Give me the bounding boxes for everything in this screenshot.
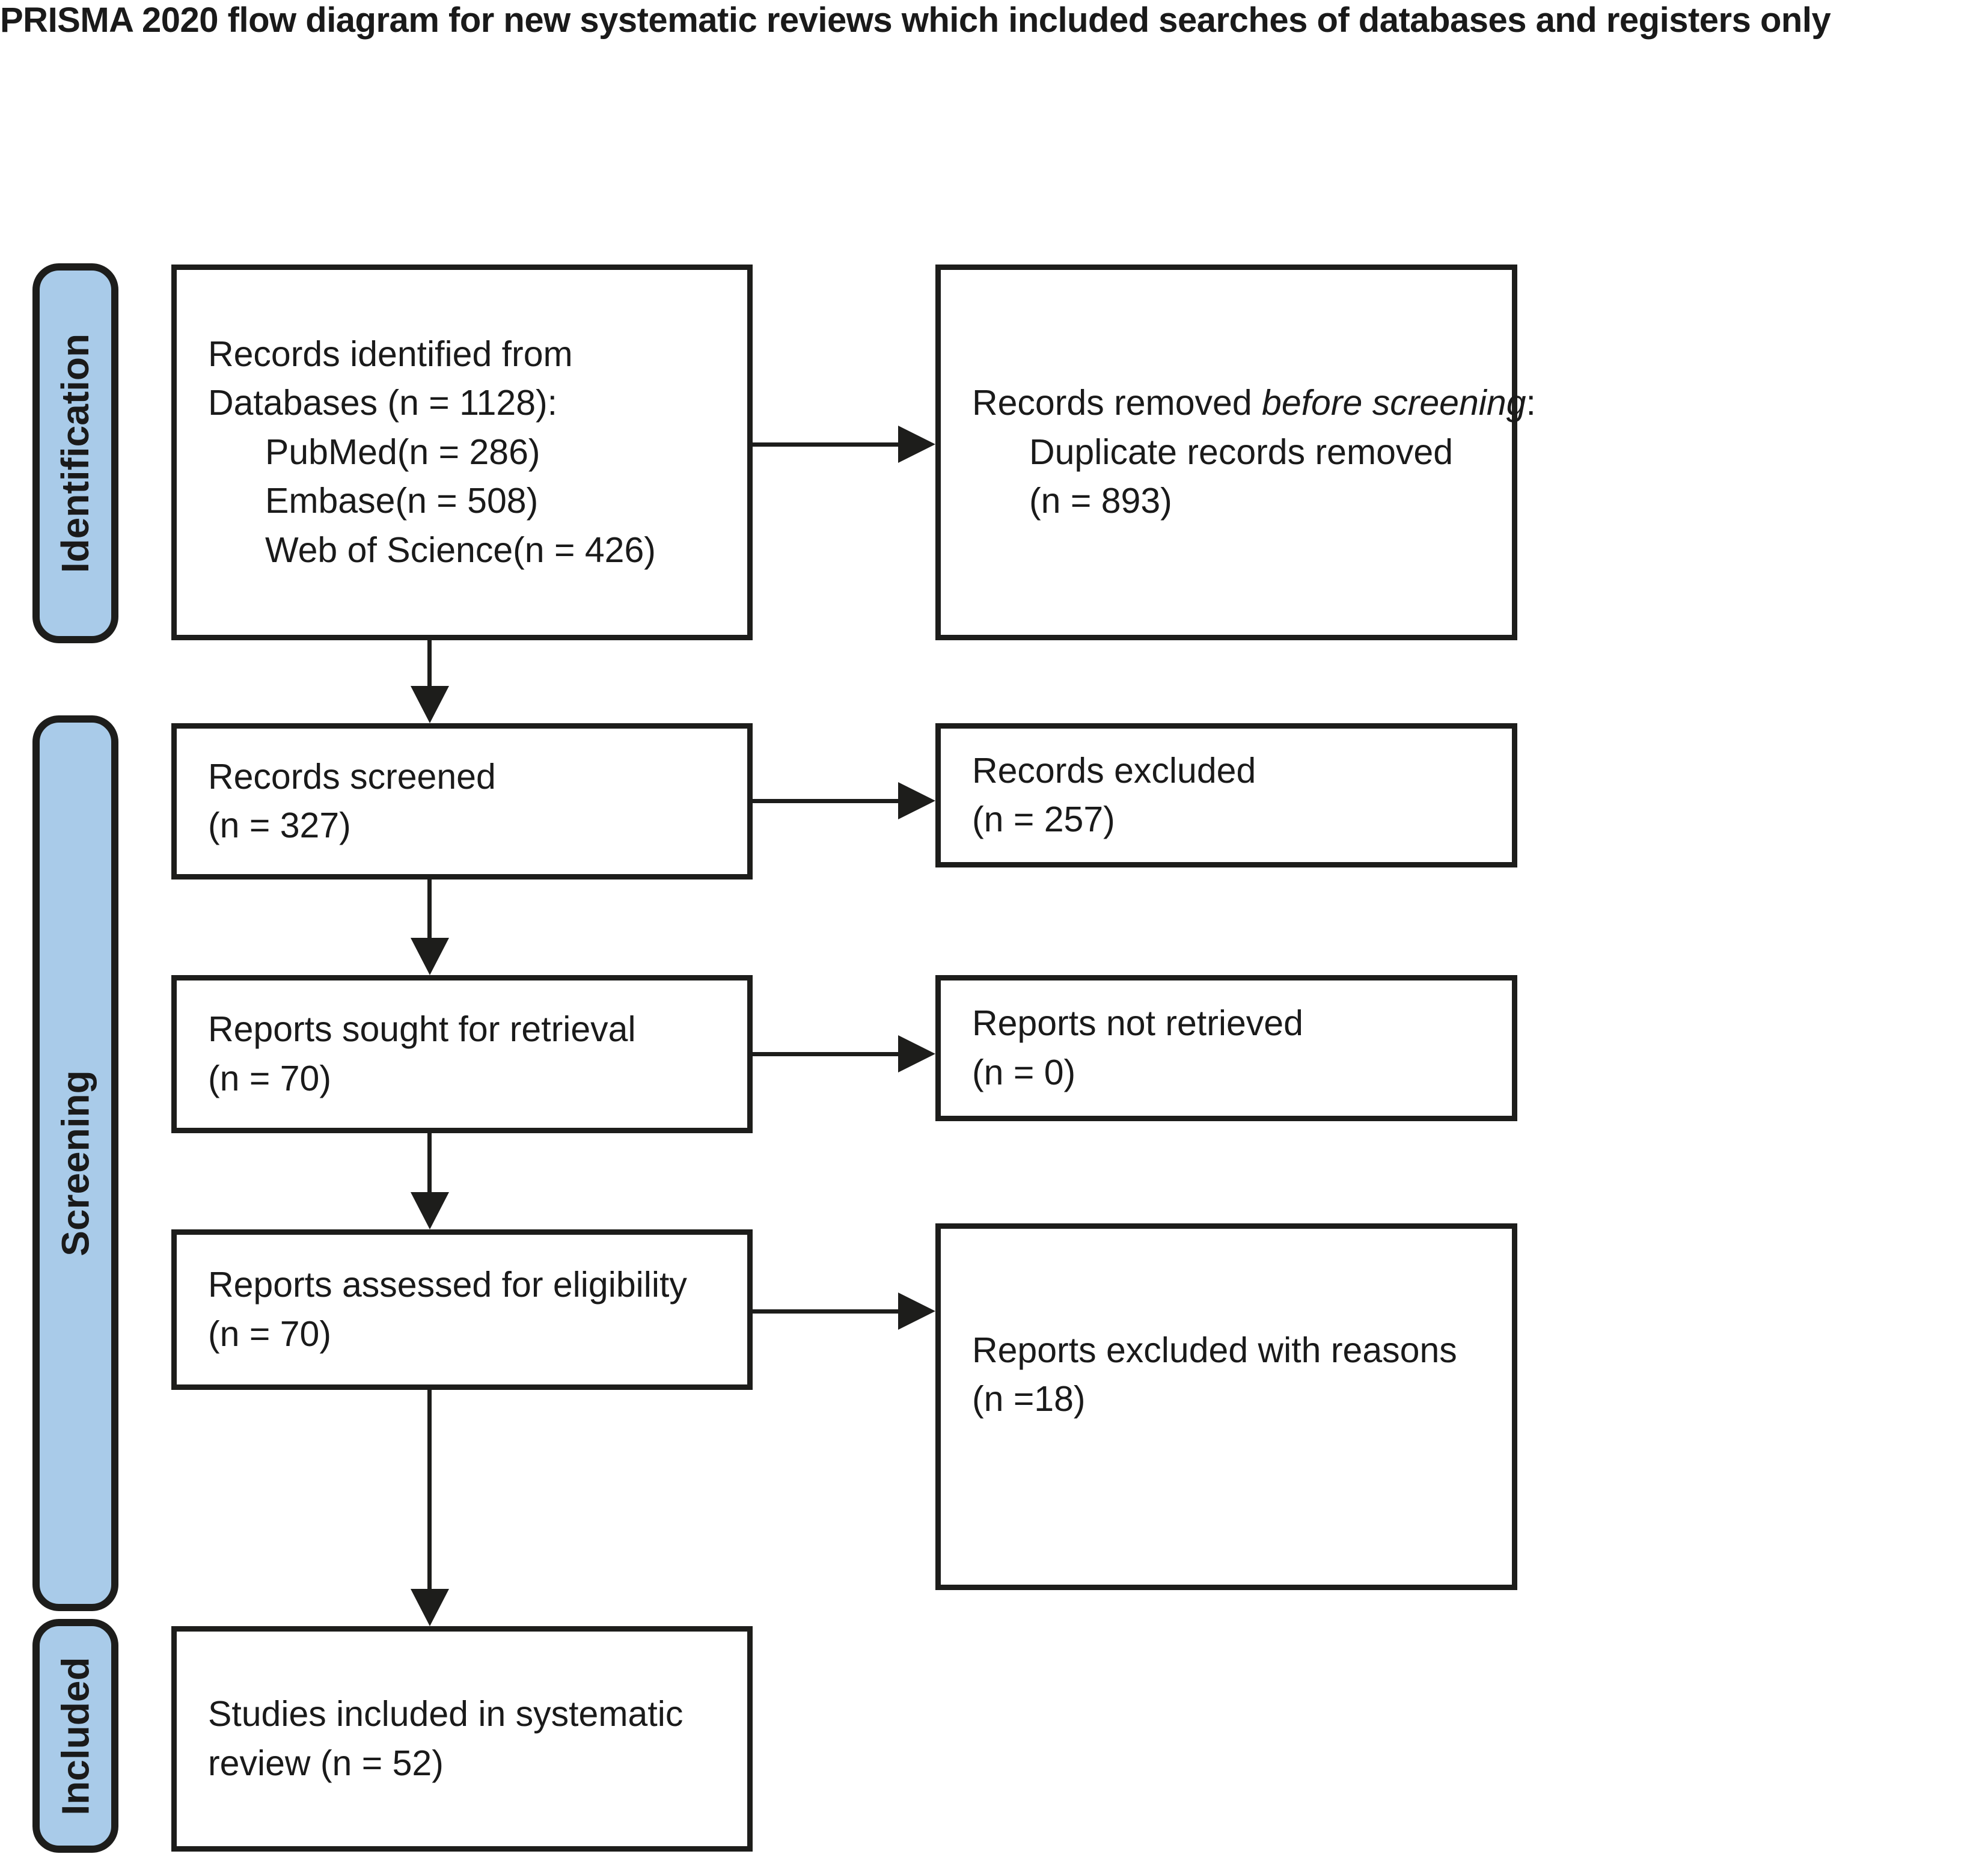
connector-identified-to-screened: [427, 640, 432, 687]
stage-included: Included: [32, 1619, 118, 1853]
stage-identification-label: Identification: [54, 333, 97, 574]
connector-assessed-to-included: [427, 1390, 432, 1590]
box-studies-included: Studies included in systematic review (n…: [171, 1626, 753, 1852]
down-arrowhead-screened-to-sought: [411, 938, 449, 975]
reports-excluded-reasons-line2: (n =18): [972, 1379, 1086, 1419]
studies-included-line2: review (n = 52): [208, 1743, 444, 1783]
connector-sought-to-assessed: [427, 1133, 432, 1193]
stage-screening: Screening: [32, 715, 118, 1611]
reports-not-retrieved-line2: (n = 0): [972, 1052, 1076, 1092]
records-screened-line1: Records screened: [208, 756, 496, 797]
records-excluded-line1: Records excluded: [972, 750, 1256, 791]
connector-screened-to-excluded: [753, 799, 899, 803]
box-reports-not-retrieved: Reports not retrieved (n = 0): [935, 975, 1517, 1121]
box-records-removed: Records removed before screening: Duplic…: [935, 265, 1536, 640]
reports-assessed-line1: Reports assessed for eligibility: [208, 1265, 687, 1305]
reports-sought-line1: Reports sought for retrieval: [208, 1009, 636, 1050]
records-identified-line2: Databases (n = 1128):: [208, 383, 558, 423]
down-arrowhead-assessed-to-included: [411, 1589, 449, 1626]
connector-sought-to-not-retrieved: [753, 1052, 899, 1056]
reports-assessed-line2: (n = 70): [208, 1314, 331, 1354]
box-records-excluded: Records excluded (n = 257): [935, 723, 1517, 867]
records-removed-part2: before screening: [1262, 383, 1526, 423]
records-identified-line1: Records identified from: [208, 334, 573, 374]
right-arrowhead-sought-to-not-retrieved: [898, 1035, 935, 1072]
box-reports-assessed: Reports assessed for eligibility (n = 70…: [171, 1229, 753, 1390]
records-removed-part1: Records removed: [972, 383, 1262, 423]
records-removed-count: (n = 893): [1029, 481, 1172, 521]
box-records-identified: Records identified from Databases (n = 1…: [171, 265, 753, 640]
records-removed-line1: Records removed before screening:: [972, 379, 1536, 427]
connector-screened-to-sought: [427, 880, 432, 939]
records-identified-wos: Web of Science(n = 426): [265, 530, 656, 570]
down-arrowhead-identified-to-screened: [411, 686, 449, 723]
reports-excluded-reasons-line1: Reports excluded with reasons: [972, 1330, 1457, 1370]
box-reports-excluded-reasons: Reports excluded with reasons (n =18): [935, 1223, 1517, 1590]
reports-sought-line2: (n = 70): [208, 1058, 331, 1098]
diagram-title: PRISMA 2020 flow diagram for new systema…: [0, 1, 1831, 40]
records-screened-line2: (n = 327): [208, 806, 351, 845]
stage-screening-label: Screening: [54, 1070, 97, 1256]
stage-included-label: Included: [54, 1656, 97, 1816]
down-arrowhead-sought-to-assessed: [411, 1192, 449, 1229]
records-identified-embase: Embase(n = 508): [265, 481, 539, 521]
right-arrowhead-identified-to-removed: [898, 426, 935, 463]
records-identified-pubmed: PubMed(n = 286): [265, 432, 540, 472]
studies-included-line1: Studies included in systematic: [208, 1694, 684, 1734]
records-removed-part3: :: [1526, 383, 1536, 423]
records-removed-duplicates: Duplicate records removed: [1029, 432, 1454, 472]
connector-identified-to-removed: [753, 442, 899, 447]
right-arrowhead-assessed-to-excluded-reasons: [898, 1293, 935, 1330]
records-excluded-line2: (n = 257): [972, 800, 1115, 839]
box-reports-sought: Reports sought for retrieval (n = 70): [171, 975, 753, 1133]
reports-not-retrieved-line1: Reports not retrieved: [972, 1003, 1303, 1044]
connector-assessed-to-excluded-reasons: [753, 1309, 899, 1314]
right-arrowhead-screened-to-excluded: [898, 782, 935, 819]
box-records-screened: Records screened (n = 327): [171, 723, 753, 880]
stage-identification: Identification: [32, 263, 118, 643]
